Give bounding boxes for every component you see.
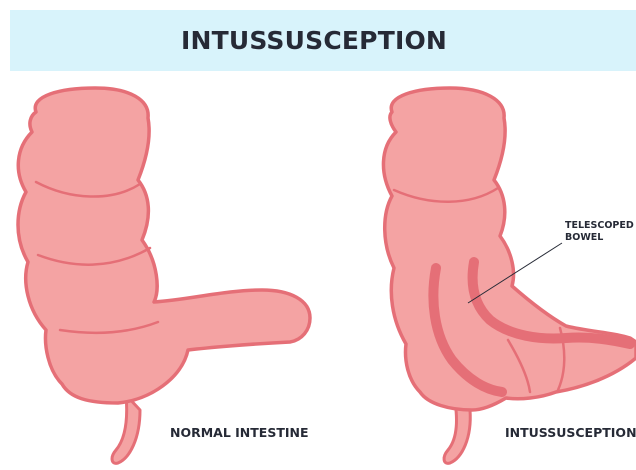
intussusception-label: INTUSSUSCEPTION — [505, 425, 636, 440]
normal-colon-body — [18, 88, 310, 403]
telescoped-label-line2: BOWEL — [565, 232, 634, 244]
telescoped-bowel-label: TELESCOPED BOWEL — [565, 220, 634, 244]
telescoped-label-line1: TELESCOPED — [565, 220, 634, 232]
normal-intestine-label: NORMAL INTESTINE — [170, 425, 309, 440]
intussusception-colon-body — [383, 88, 636, 410]
normal-appendix — [112, 395, 140, 463]
intussusception-illustration — [383, 88, 636, 463]
normal-intestine-illustration — [18, 88, 310, 463]
